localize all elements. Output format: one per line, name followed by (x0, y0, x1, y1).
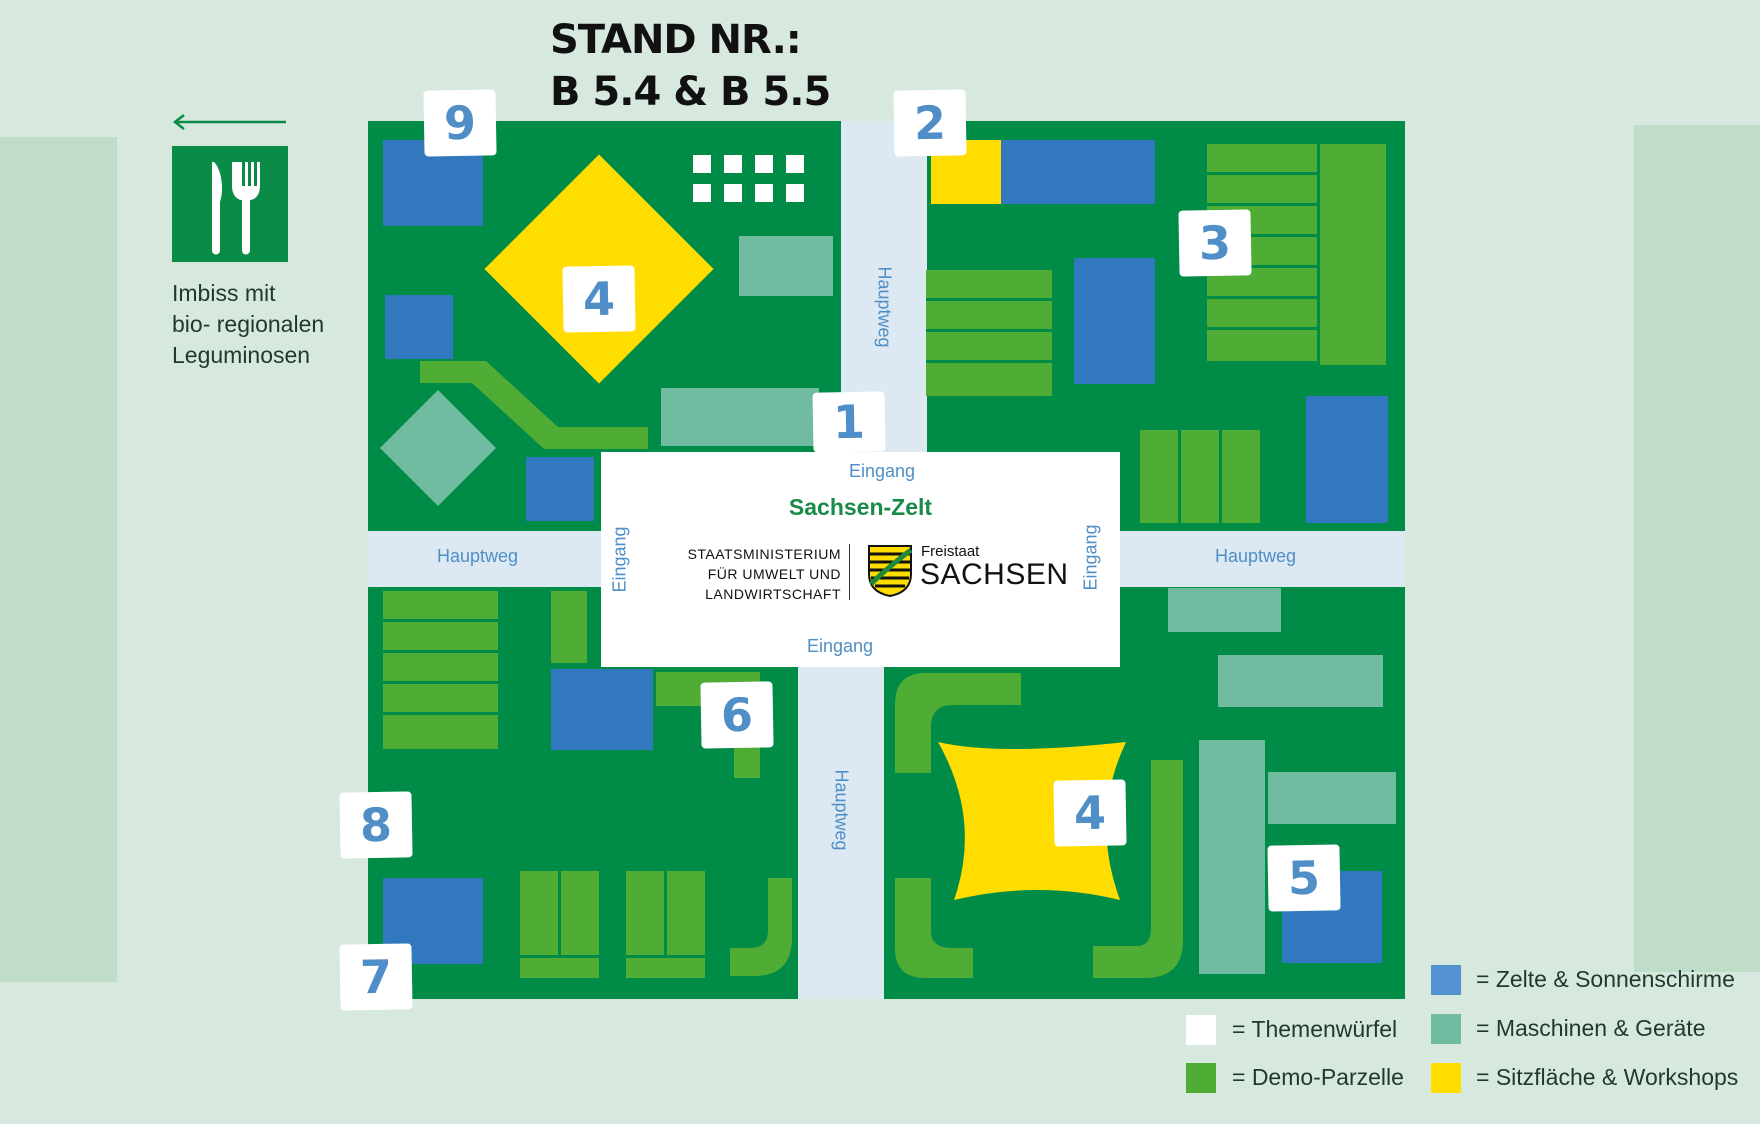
path-right-horizontal (1118, 531, 1405, 587)
ministry-name: STAATSMINISTERIUM FÜR UMWELT UND LANDWIR… (661, 544, 841, 604)
number-badge-4: 4 (562, 265, 636, 333)
fork-knife-icon (172, 146, 288, 262)
freistaat-label: Freistaat (921, 543, 980, 560)
themenwuerfel (724, 155, 742, 173)
demo-block (1222, 430, 1260, 523)
demo-block (561, 871, 599, 955)
demo-block (626, 958, 705, 978)
eingang-label-top: Eingang (849, 461, 916, 481)
themenwuerfel (693, 155, 711, 173)
demo-path-shape (420, 361, 648, 449)
legend-swatch-sitzflaeche (1431, 1063, 1461, 1093)
logo-divider (849, 544, 850, 600)
maschinen-block (1199, 740, 1265, 974)
zelt-block (1001, 140, 1155, 204)
stand-line-1: STAND NR.: (550, 17, 802, 63)
legend-swatch-maschinen (1431, 1014, 1461, 1044)
hauptweg-label-top: Hauptweg (874, 266, 895, 348)
zelt-block (551, 669, 653, 750)
demo-block (1181, 430, 1219, 523)
path-left-horizontal (368, 531, 604, 587)
number-badge-5: 5 (1267, 844, 1341, 912)
hauptweg-label-right: Hauptweg (1215, 546, 1297, 566)
themenwuerfel (786, 184, 804, 202)
demo-block (551, 591, 587, 663)
maschinen-block (739, 236, 833, 296)
demo-block (1140, 430, 1178, 523)
demo-block (1320, 144, 1386, 365)
legend-swatch-themenwuerfel (1186, 1015, 1216, 1045)
path-bottom-vertical (798, 664, 884, 999)
number-badge-9: 9 (423, 89, 497, 157)
number-badge-2: 2 (893, 89, 967, 157)
demo-path-shape (895, 673, 1021, 773)
demo-striped-block (926, 270, 1052, 396)
demo-striped-block (1207, 144, 1317, 365)
legend-label-maschinen: = Maschinen & Geräte (1476, 1015, 1706, 1041)
themenwuerfel (693, 184, 711, 202)
demo-striped-block (383, 591, 498, 749)
imbiss-line-2: bio- regionalen (172, 311, 325, 337)
saxony-coat-of-arms-icon (868, 545, 913, 598)
demo-block (520, 958, 599, 978)
left-side-strip (0, 137, 117, 982)
number-badge-7: 7 (339, 943, 413, 1011)
legend-label-zelte: = Zelte & Sonnenschirme (1476, 966, 1735, 992)
ministry-line-1: STAATSMINISTERIUM (687, 546, 841, 562)
demo-path-shape (1093, 760, 1183, 978)
demo-block (626, 871, 664, 955)
maschinen-block (1218, 655, 1383, 707)
zelt-block (1306, 396, 1388, 523)
themenwuerfel (786, 155, 804, 173)
hauptweg-label-left: Hauptweg (437, 546, 519, 566)
zelt-block (1074, 258, 1155, 384)
demo-block (520, 871, 558, 955)
ministry-line-3: LANDWIRTSCHAFT (705, 586, 841, 602)
imbiss-label: Imbiss mit bio- regionalen Leguminosen (172, 278, 324, 371)
legend-label-demo: = Demo-Parzelle (1232, 1064, 1404, 1090)
legend-swatch-demo (1186, 1063, 1216, 1093)
maschinen-block (1168, 588, 1281, 632)
zelt-block (385, 295, 453, 359)
sachsen-zelt: Eingang Eingang Eingang Eingang Sachsen-… (601, 452, 1120, 667)
arrow-left-icon (172, 114, 286, 130)
sachsen-label: SACHSEN (920, 558, 1069, 591)
maschinen-block (661, 388, 819, 446)
ministry-line-2: FÜR UMWELT UND (707, 566, 841, 582)
imbiss-line-1: Imbiss mit (172, 280, 276, 306)
tent-name: Sachsen-Zelt (788, 494, 933, 520)
number-badge-8: 8 (339, 791, 413, 859)
demo-path-shape (895, 878, 973, 978)
themenwuerfel (755, 184, 773, 202)
eingang-label-left: Eingang (609, 526, 630, 593)
legend-swatch-zelte (1431, 965, 1461, 995)
legend-label-themenwuerfel: = Themenwürfel (1232, 1016, 1398, 1042)
maschinen-block (1268, 772, 1396, 824)
demo-block (667, 871, 705, 955)
demo-path-shape (730, 878, 792, 976)
imbiss-line-3: Leguminosen (172, 342, 311, 368)
legend-label-sitzflaeche: = Sitzfläche & Workshops (1476, 1064, 1739, 1090)
eingang-label-right: Eingang (1080, 524, 1101, 591)
themenwuerfel (755, 155, 773, 173)
zelt-block (526, 457, 594, 521)
stand-number-title: STAND NR.: B 5.4 & B 5.5 (550, 14, 831, 118)
number-badge-6: 6 (700, 681, 774, 749)
number-badge-1: 1 (812, 391, 886, 453)
themenwuerfel (724, 184, 742, 202)
number-badge-3: 3 (1178, 209, 1252, 277)
eingang-label-bottom: Eingang (807, 636, 874, 656)
hauptweg-label-bottom: Hauptweg (831, 769, 852, 851)
right-side-strip (1634, 125, 1760, 972)
stand-line-2: B 5.4 & B 5.5 (550, 69, 831, 115)
number-badge-4b: 4 (1053, 779, 1127, 847)
